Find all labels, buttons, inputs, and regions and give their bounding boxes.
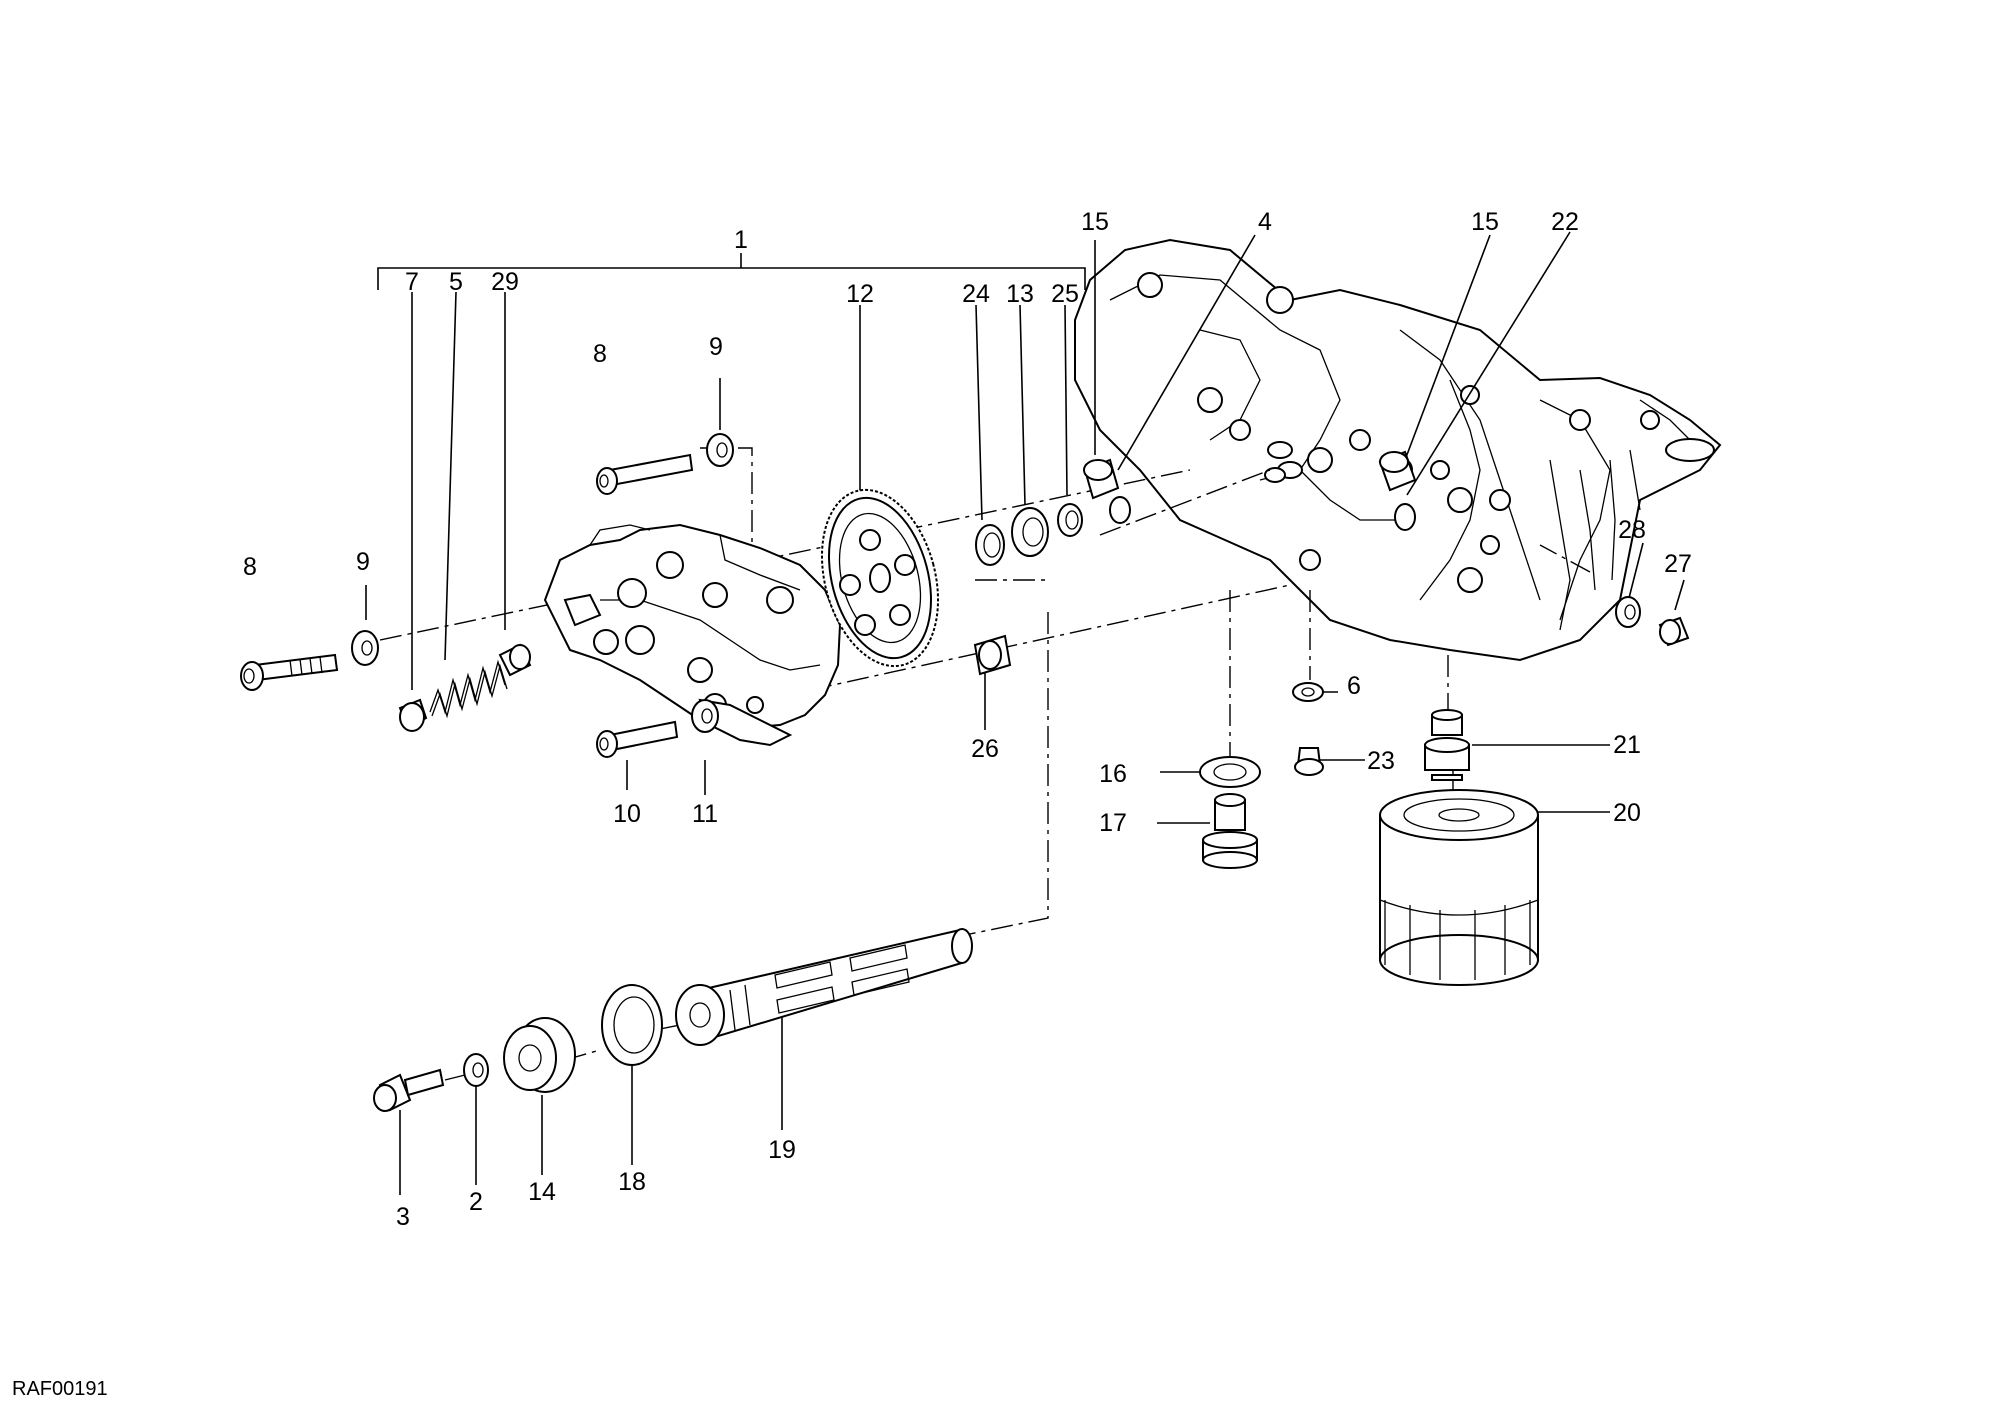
callout-4: 4 [1258,208,1272,236]
callout-29: 29 [491,268,519,296]
callout-9-top: 9 [709,333,723,361]
diagram-code: RAF00191 [12,1378,108,1400]
washer-11 [691,699,719,733]
bearing-13 [1011,507,1049,557]
callout-3: 3 [396,1203,410,1231]
oring-22 [1394,503,1416,531]
seal-16 [1199,756,1261,788]
callout-labels: 1 7 5 29 12 24 13 25 15 4 15 22 8 9 8 9 … [243,208,1692,1231]
circlip-24 [975,524,1005,566]
oil-filter-20 [1379,789,1539,986]
strainer-19 [675,928,973,1046]
valve-29 [498,643,532,677]
callout-12: 12 [846,280,874,308]
callout-21: 21 [1613,731,1641,759]
bolt-3 [373,1068,445,1112]
bushing-15-left [1083,458,1120,500]
callout-22: 22 [1551,208,1579,236]
callout-11: 11 [692,800,718,828]
callout-26: 26 [971,735,999,763]
washer-9-left [351,630,379,666]
crankcase-housing [1074,238,1722,662]
washer-6 [1292,682,1324,702]
callout-24: 24 [962,280,990,308]
callout-25: 25 [1051,280,1079,308]
callout-6: 6 [1347,672,1361,700]
callout-15-right: 15 [1471,208,1499,236]
callout-17: 17 [1099,809,1127,837]
callout-10: 10 [613,800,641,828]
clip-25 [1057,503,1083,537]
plug-7 [398,698,428,732]
leader-lines [365,231,1685,1195]
callout-1: 1 [734,226,748,254]
washer-2 [463,1053,489,1087]
bolt-8-left [240,653,339,691]
callout-18: 18 [618,1168,646,1196]
gear-12 [820,488,940,668]
bolt-8-top [596,453,694,495]
callout-7: 7 [405,268,419,296]
callout-13: 13 [1006,280,1034,308]
callout-20: 20 [1613,799,1641,827]
bushing-15-right [1378,450,1417,492]
oil-pump-body [543,523,842,747]
callout-28: 28 [1618,516,1646,544]
callout-14: 14 [528,1178,556,1206]
nipple-21 [1424,709,1470,781]
callout-8-left: 8 [243,553,257,581]
callout-9-left: 9 [356,548,370,576]
callout-16: 16 [1099,760,1127,788]
callout-5: 5 [449,268,463,296]
washer-28 [1615,596,1641,628]
plug-23 [1294,747,1324,776]
bolt-10 [596,720,679,758]
plug-27 [1658,616,1690,647]
spring-5 [429,659,508,719]
callout-23: 23 [1367,747,1395,775]
oring-4 [1109,496,1131,524]
callout-2: 2 [469,1188,483,1216]
bush-26 [973,634,1012,676]
seal-18 [601,984,663,1066]
callout-15-left: 15 [1081,208,1109,236]
callout-8-top: 8 [593,340,607,368]
washer-9-top [706,433,734,467]
callout-27: 27 [1664,550,1692,578]
cover-14 [503,1017,576,1093]
callout-19: 19 [768,1136,796,1164]
drain-plug-17 [1202,793,1258,869]
